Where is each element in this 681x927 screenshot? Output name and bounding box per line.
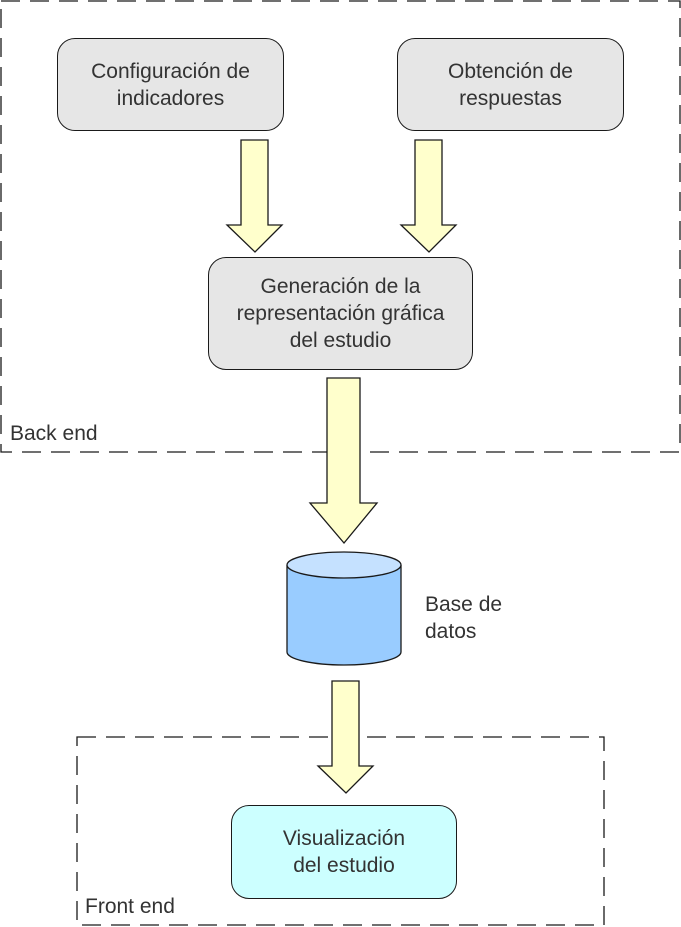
frontend-zone-border <box>76 736 605 926</box>
generacion-line1: Generación de la <box>260 275 421 298</box>
obtencion-line2: respuestas <box>459 86 562 110</box>
database-cylinder-icon <box>286 551 402 666</box>
obtencion-line1: Obtención de <box>448 59 573 83</box>
config-line2: indicadores <box>116 86 225 110</box>
visualizacion-line1: Visualización <box>282 827 406 850</box>
generacion-box: Generación de la representación gráfica … <box>208 257 473 370</box>
database-label-line2: datos <box>425 620 477 643</box>
backend-zone-label: Back end <box>10 422 98 445</box>
backend-zone-border <box>0 0 681 453</box>
arrow-obtencion-to-generacion <box>399 139 458 253</box>
visualizacion-box: Visualización del estudio <box>231 805 457 899</box>
obtencion-respuestas-box: Obtención de respuestas <box>397 38 624 131</box>
config-indicadores-box: Configuración de indicadores <box>57 38 284 131</box>
generacion-line2: representación gráfica <box>236 302 445 325</box>
frontend-zone-label: Front end <box>85 895 175 918</box>
arrow-generacion-to-database <box>308 377 379 545</box>
database-label-line1: Base de <box>425 593 503 616</box>
arrow-config-to-generacion <box>225 139 284 253</box>
arrow-database-to-visualizacion <box>316 680 375 794</box>
config-line1: Configuración de <box>91 59 250 83</box>
generacion-line3: del estudio <box>289 329 392 352</box>
database-label: Base de datos <box>425 591 502 645</box>
visualizacion-line2: del estudio <box>293 854 395 877</box>
